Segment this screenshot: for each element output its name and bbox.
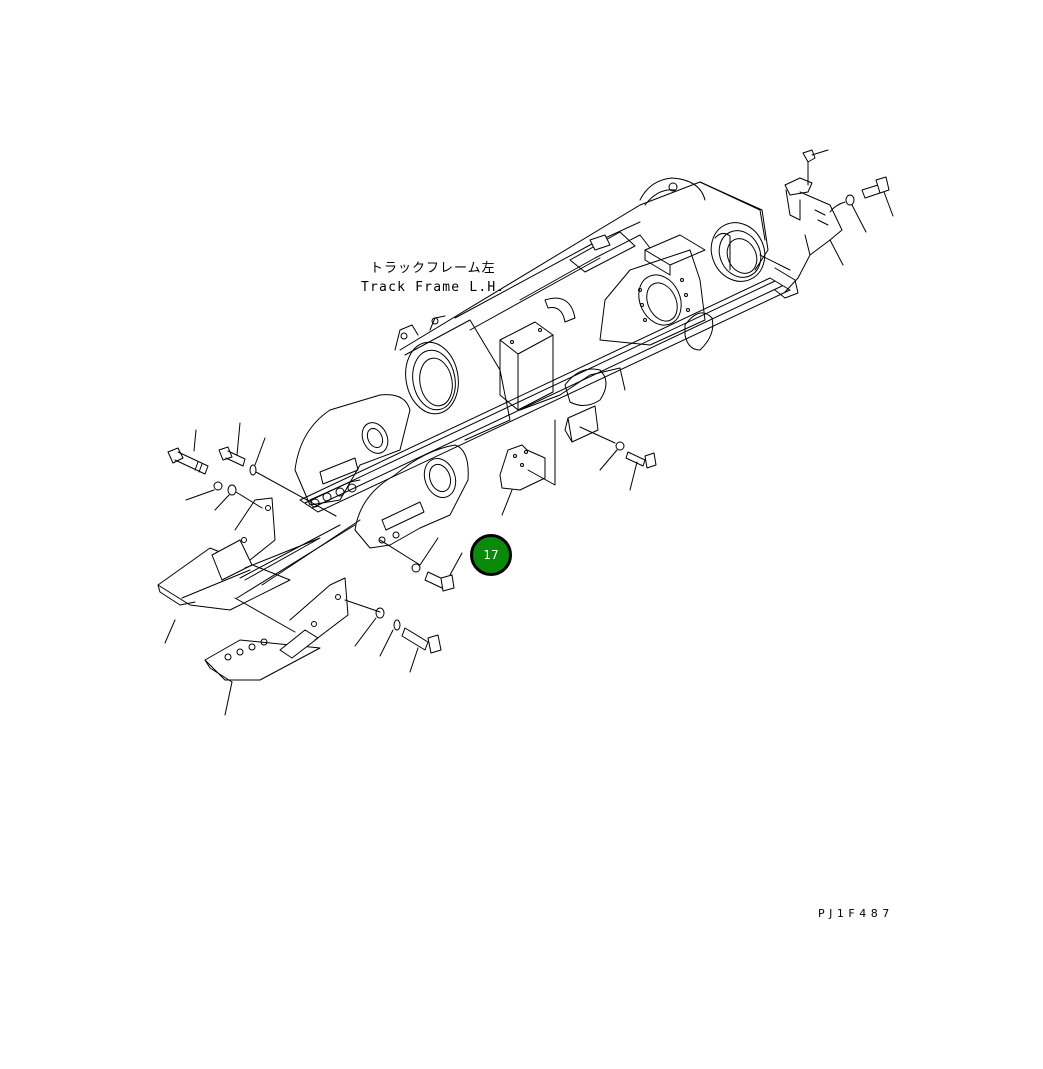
guard-lower xyxy=(204,577,349,716)
bolts-upper-left xyxy=(167,422,337,517)
bolts-lower xyxy=(344,599,442,673)
bracket-top-right xyxy=(784,149,894,293)
rear-support-left xyxy=(294,394,411,508)
track-frame-body xyxy=(299,177,799,513)
title-japanese: トラックフレーム左 xyxy=(370,261,496,276)
leader-lines xyxy=(236,419,616,599)
bolts-middle xyxy=(411,537,463,592)
callout-number: 17 xyxy=(483,548,499,562)
title-english: Track Frame L.H. xyxy=(361,280,506,295)
guard-upper xyxy=(157,497,321,644)
side-plate xyxy=(499,444,546,516)
rear-support-right xyxy=(354,444,469,549)
callout-17[interactable]: 17 xyxy=(470,534,512,576)
drawing-id: PJ1F487 xyxy=(818,907,894,920)
bolts-right xyxy=(599,441,657,491)
